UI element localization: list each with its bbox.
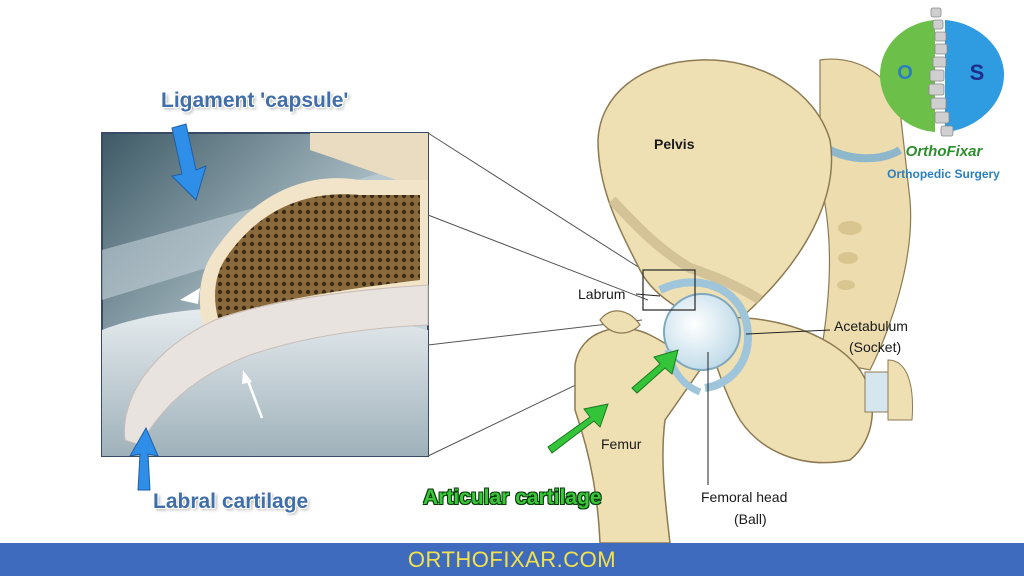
ligament-capsule-label: Ligament 'capsule'	[161, 89, 349, 112]
femur-label: Femur	[601, 436, 642, 452]
labral-cartilage-label: Labral cartilage	[153, 490, 309, 513]
hip-joint-illustration	[101, 7, 1004, 543]
logo-name: OrthoFixar	[905, 143, 983, 160]
ball-label: (Ball)	[734, 511, 767, 527]
logo-tagline: Orthopedic Surgery	[887, 167, 1000, 181]
blue-arrows	[129, 123, 207, 491]
orthofixar-logo	[880, 7, 1004, 137]
footer-bar: ORTHOFIXAR.COM	[0, 543, 1024, 576]
labrum-label: Labrum	[578, 286, 626, 302]
socket-label: (Socket)	[849, 339, 902, 355]
pelvis-anatomy	[574, 58, 914, 543]
green-arrows	[547, 349, 679, 454]
articular-cartilage-label: Articular cartilage	[423, 486, 602, 509]
femoral-head-ball	[663, 293, 741, 371]
labrum-inset	[123, 284, 429, 446]
pelvis-label: Pelvis	[654, 136, 695, 152]
logo-letter-o: O	[897, 62, 913, 84]
labrum-zoom-box	[642, 269, 696, 311]
zoom-inset	[101, 132, 429, 457]
acetabulum-label: Acetabulum	[834, 318, 908, 334]
logo-letter-s: S	[969, 60, 985, 85]
femoral-head-label: Femoral head	[701, 489, 788, 505]
footer-site-link[interactable]: ORTHOFIXAR.COM	[407, 546, 617, 572]
